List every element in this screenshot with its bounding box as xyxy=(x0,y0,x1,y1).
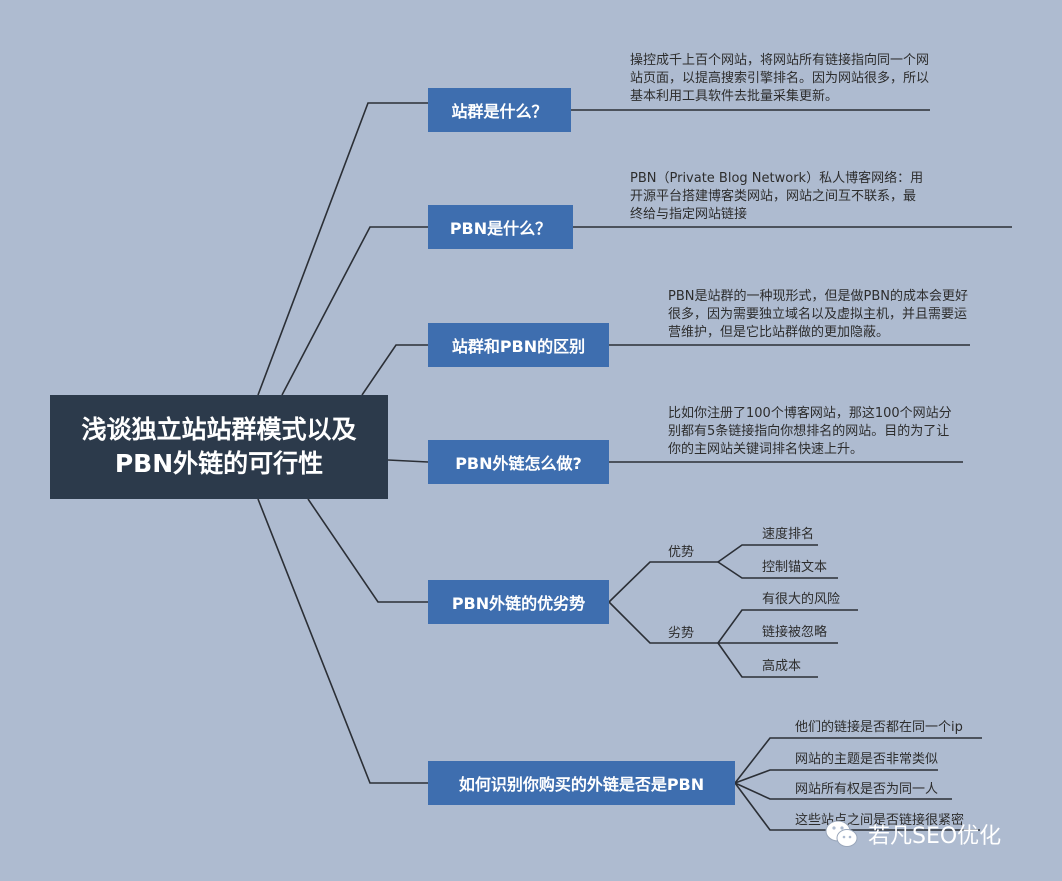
note-how-to-build: 比如你注册了100个博客网站，那这100个网站分别都有5条链接指向你想排名的网站… xyxy=(668,406,952,457)
branch-label: 站群和PBN的区别 xyxy=(451,337,586,356)
branch-identify-pbn[interactable]: 如何识别你购买的外链是否是PBN xyxy=(428,761,735,805)
connector-cons-3 xyxy=(717,642,818,678)
note-site-group: 操控成千上百个网站，将网站所有链接指向同一个网站页面，以提高搜索引擎排名。因为网… xyxy=(630,53,930,104)
branch-what-is-site-group[interactable]: 站群是什么？ xyxy=(428,88,571,132)
note-difference: PBN是站群的一种现形式，但是做PBN的成本会更好很多，因为需要独立域名以及虚拟… xyxy=(668,289,968,340)
connector-cons-1 xyxy=(717,609,858,644)
connector-identify-3 xyxy=(734,782,952,800)
branch-label: PBN是什么？ xyxy=(449,219,552,238)
branch-how-to-build-pbn[interactable]: PBN外链怎么做? xyxy=(428,440,609,484)
watermark-text: 若凡SEO优化 xyxy=(868,824,1002,849)
branch-pros-cons[interactable]: PBN外链的优劣势 xyxy=(428,580,609,624)
root-topic[interactable]: 浅谈独立站站群模式以及PBN外链的可行性 xyxy=(50,395,388,499)
cons-item[interactable]: 高成本 xyxy=(762,659,802,674)
pros-label[interactable]: 优势 xyxy=(668,545,695,560)
connector-branch-3 xyxy=(361,344,428,396)
wechat-icon xyxy=(825,820,858,847)
cons-label[interactable]: 劣势 xyxy=(668,626,695,641)
branch-label: 站群是什么？ xyxy=(451,102,548,121)
pros-item[interactable]: 速度排名 xyxy=(762,527,815,542)
connector-branch-2 xyxy=(281,226,428,396)
branch-label: PBN外链怎么做? xyxy=(455,454,582,473)
connector-pros-2 xyxy=(717,561,838,579)
watermark: 若凡SEO优化 xyxy=(822,814,1001,854)
note-pbn: PBN（Private Blog Network）私人博客网络：用开源平台搭建博… xyxy=(630,171,924,222)
identify-item[interactable]: 网站的主题是否非常类似 xyxy=(795,752,939,767)
cons-item[interactable]: 有很大的风险 xyxy=(762,592,841,607)
identify-item[interactable]: 网站所有权是否为同一人 xyxy=(795,782,939,797)
branch-label: 如何识别你购买的外链是否是PBN xyxy=(458,775,705,794)
connector-branch-6 xyxy=(257,498,428,784)
connector-pros-1 xyxy=(717,544,818,563)
identify-item[interactable]: 他们的链接是否都在同一个ip xyxy=(795,720,963,735)
connector-identify-4 xyxy=(734,782,980,831)
connector-branch-1 xyxy=(257,102,428,396)
branch-what-is-pbn[interactable]: PBN是什么？ xyxy=(428,205,573,249)
connector-branch-4 xyxy=(387,459,429,463)
root-title: 浅谈独立站站群模式以及PBN外链的可行性 xyxy=(81,415,357,478)
pros-item[interactable]: 控制锚文本 xyxy=(762,560,828,575)
connector-identify-2 xyxy=(734,769,938,784)
branch-label: PBN外链的优劣势 xyxy=(451,594,586,613)
connector-pros xyxy=(608,561,718,603)
connector-branch-5 xyxy=(307,498,428,603)
connector-cons xyxy=(608,601,718,644)
branch-difference[interactable]: 站群和PBN的区别 xyxy=(428,323,609,367)
cons-item[interactable]: 链接被忽略 xyxy=(762,625,828,640)
connector-identify-1 xyxy=(734,737,982,784)
